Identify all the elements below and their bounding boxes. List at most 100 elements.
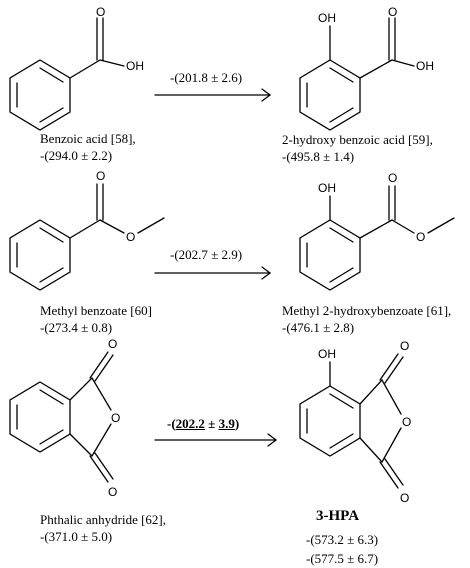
bond [99, 219, 125, 234]
phthalic-anhydride-structure: O O O [9, 337, 120, 499]
oxygen-atom-label: O [96, 5, 105, 19]
enthalpy-suffix: ) [234, 416, 240, 431]
compound-enthalpy: -(573.2 ± 6.3) [306, 532, 379, 547]
oxygen-atom-label: O [108, 485, 117, 499]
methyl-bond [137, 217, 165, 234]
bond [359, 59, 393, 79]
ring-double-bond [39, 67, 64, 83]
oxygen-atom-label: O [108, 337, 117, 351]
oxygen-atom-label: O [416, 230, 425, 244]
carbonyl-bond [384, 458, 404, 486]
methyl-salicylate-structure: OH O O [299, 171, 455, 291]
salicylic-acid-label: 2-hydroxy benzoic acid [59], -(495.8 ± 1… [282, 131, 433, 165]
bond [99, 59, 125, 67]
bond [391, 59, 415, 67]
reaction-arrow-2 [154, 266, 272, 280]
oxygen-atom-label: O [96, 169, 105, 183]
salicylic-acid-structure: OH O OH [299, 5, 434, 131]
bond [381, 427, 402, 463]
ring-double-bond [39, 107, 64, 123]
compound-enthalpy: -(577.5 ± 6.7) [306, 551, 379, 566]
enthalpy-main-value: 202.2 [175, 416, 205, 431]
oxygen-atom-label: O [400, 339, 409, 353]
reaction-arrow-3 [154, 433, 278, 447]
ring-double-bond [329, 393, 354, 409]
bond [391, 219, 415, 234]
benzene-ring [299, 219, 361, 291]
carbonyl-bond [89, 351, 109, 379]
arrow-head [267, 433, 278, 447]
bond [69, 59, 101, 79]
oxygen-atom-label: O [402, 415, 411, 429]
compound-name: Methyl benzoate [60] [40, 303, 152, 318]
ring-double-bond [329, 433, 354, 449]
bond [69, 219, 101, 239]
ring-double-bond [39, 267, 64, 283]
oxygen-atom-label: O [126, 230, 135, 244]
hydroxyl-label: OH [318, 181, 336, 195]
compound-name: Methyl 2-hydroxybenzoate [61], [282, 303, 452, 318]
compound-name: 2-hydroxy benzoic acid [59], [282, 132, 433, 147]
hydroxyl-label: OH [416, 59, 434, 73]
carbonyl-bond [379, 353, 399, 381]
bond [359, 379, 383, 405]
benzene-ring [9, 381, 71, 453]
ring-double-bond [39, 389, 64, 405]
oxygen-atom-label: O [388, 5, 397, 19]
bond [69, 377, 93, 401]
ring-double-bond [329, 107, 354, 123]
bond [91, 377, 112, 411]
carbonyl-bond [384, 356, 404, 384]
benzoic-acid-structure: O OH [9, 5, 144, 131]
ring-double-bond [329, 227, 354, 243]
carbonyl-bond [94, 452, 114, 480]
enthalpy-uncertainty: 3.9 [218, 416, 235, 431]
bond [91, 423, 112, 457]
phthalic-anhydride-label: Phthalic anhydride [62], -(371.0 ± 5.0) [40, 511, 166, 545]
benzene-ring [9, 59, 71, 131]
compound-enthalpy: -(476.1 ± 2.8) [282, 320, 355, 335]
benzene-ring [299, 385, 361, 457]
compound-name: Benzoic acid [58], [40, 131, 136, 146]
compound-enthalpy: -(371.0 ± 5.0) [40, 529, 113, 544]
hydroxyl-label: OH [126, 59, 144, 73]
enthalpy-prefix: -( [167, 416, 176, 431]
methyl-bond [427, 217, 455, 234]
arrow-head [261, 266, 272, 280]
3-hpa-title: 3-HPA [316, 508, 360, 524]
reaction-arrow-1 [154, 88, 272, 102]
benzene-ring [299, 59, 361, 131]
reaction-2-enthalpy: -(202.7 ± 2.9) [170, 247, 243, 262]
bond [359, 219, 393, 239]
ring-double-bond [329, 267, 354, 283]
ring-double-bond [329, 67, 354, 83]
benzoic-acid-label: Benzoic acid [58], -(294.0 ± 2.2) [40, 130, 136, 164]
bond [359, 437, 383, 463]
reaction-3-enthalpy: -(202.2 ± 3.9) [167, 416, 239, 432]
oxygen-atom-label: O [388, 171, 397, 185]
compound-enthalpy: -(294.0 ± 2.2) [40, 148, 113, 163]
reaction-1-enthalpy: -(201.8 ± 2.6) [170, 70, 243, 85]
oxygen-atom-label: O [111, 411, 120, 425]
methyl-benzoate-structure: O O [9, 169, 165, 291]
carbonyl-bond [89, 455, 109, 483]
bond [69, 433, 93, 457]
oxygen-atom-label: O [400, 491, 409, 505]
ring-double-bond [39, 429, 64, 445]
compound-name: Phthalic anhydride [62], [40, 512, 166, 527]
plus-minus-sign: ± [204, 416, 219, 431]
3-hpa-structure: OH O O O [299, 339, 411, 505]
methyl-salicylate-label: Methyl 2-hydroxybenzoate [61], -(476.1 ±… [282, 302, 451, 336]
3-hpa-values: -(573.2 ± 6.3) -(577.5 ± 6.7) [306, 530, 378, 568]
arrow-head [261, 88, 272, 102]
hydroxyl-label: OH [318, 347, 336, 361]
compound-enthalpy: -(495.8 ± 1.4) [282, 149, 355, 164]
carbonyl-bond [94, 354, 114, 382]
ring-double-bond [39, 227, 64, 243]
hydroxyl-label: OH [318, 11, 336, 25]
bond [381, 379, 402, 415]
carbonyl-bond [379, 461, 399, 489]
benzene-ring [9, 219, 71, 291]
